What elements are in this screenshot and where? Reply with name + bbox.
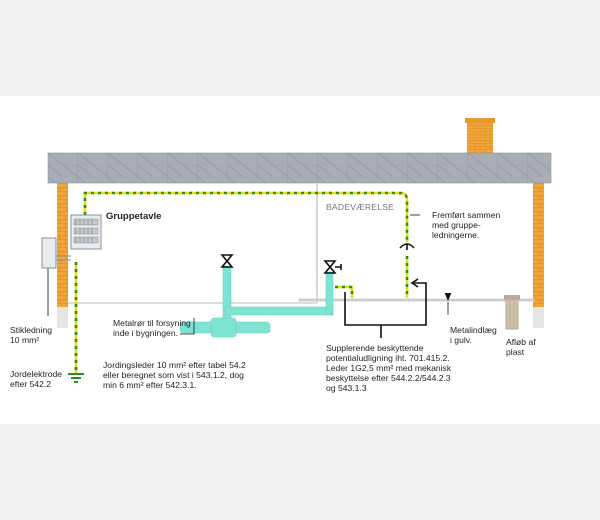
label-stikledning: Stikledning 10 mm² bbox=[10, 325, 53, 345]
label-fremfoert: Fremført sammen med gruppe- ledningerne. bbox=[432, 210, 501, 240]
label-metalroer: Metalrør til forsyning inde i bygningen. bbox=[113, 318, 191, 338]
right-wall bbox=[533, 183, 544, 307]
faucet-icon bbox=[399, 243, 415, 250]
distribution-board-icon bbox=[70, 214, 102, 250]
left-wall bbox=[57, 183, 68, 307]
drain-icon bbox=[504, 295, 520, 330]
chimney bbox=[465, 118, 495, 154]
label-badevaerelse: BADEVÆRELSE bbox=[326, 202, 395, 212]
label-metalindlaeg: Metalindlæg i gulv. bbox=[450, 325, 497, 345]
roof bbox=[47, 152, 552, 184]
label-gruppetavle: Gruppetavle bbox=[106, 211, 162, 222]
label-afloeb: Afløb af plast bbox=[506, 337, 536, 357]
supplementary-bonding-conductor bbox=[344, 278, 427, 338]
installation-diagram bbox=[41, 118, 552, 383]
valve-icon bbox=[220, 254, 234, 268]
label-jordingsleder: Jordingsleder 10 mm² efter tabel 54.2 el… bbox=[103, 360, 246, 390]
meter-box-icon bbox=[41, 237, 71, 316]
metal-supply-pipes bbox=[179, 265, 334, 338]
label-supplerende: Supplerende beskyttende potentialudligni… bbox=[326, 343, 452, 393]
earthing-conductors bbox=[74, 191, 409, 374]
earth-symbol-icon bbox=[68, 373, 84, 383]
valve-icon bbox=[323, 260, 342, 274]
leader-lines bbox=[180, 214, 452, 335]
diagram-canvas bbox=[0, 96, 600, 424]
label-jordelektrode: Jordelektrode efter 542.2 bbox=[10, 369, 63, 389]
